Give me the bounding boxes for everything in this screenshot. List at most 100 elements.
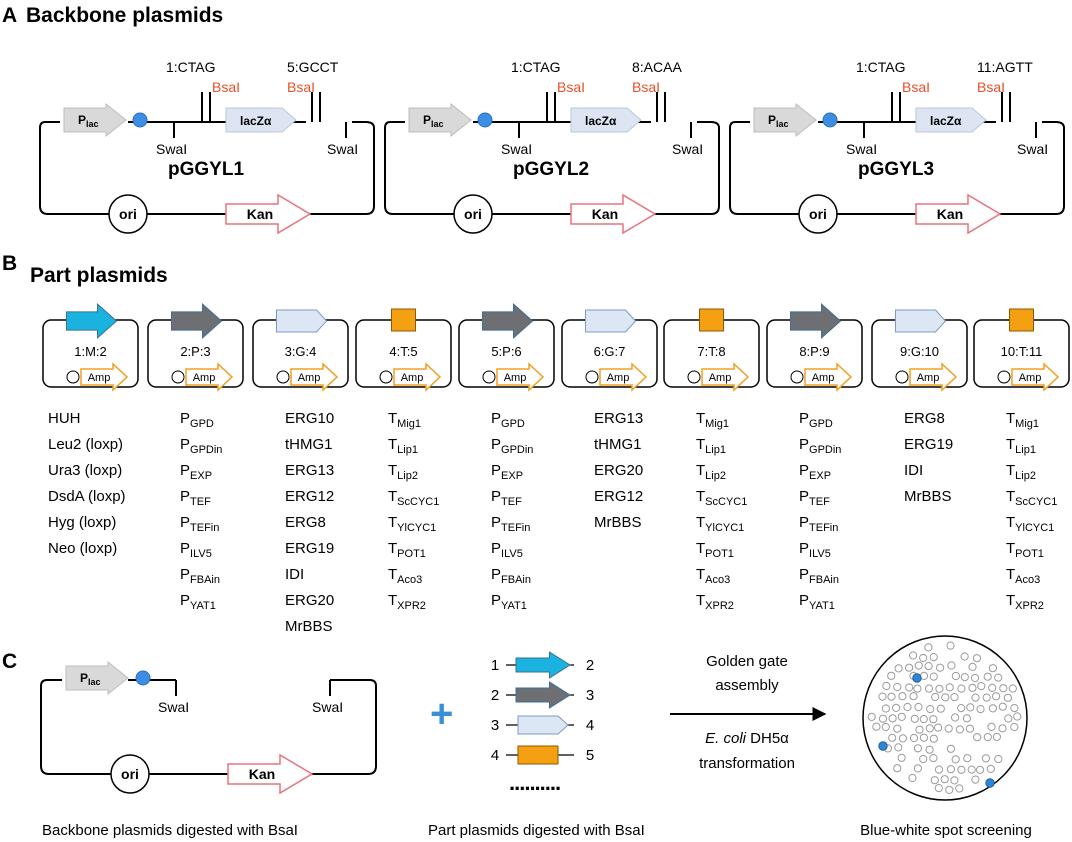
white-colony bbox=[929, 672, 938, 681]
blue-dot-icon bbox=[477, 112, 493, 128]
part-row-end: 3 bbox=[586, 687, 594, 704]
white-colony bbox=[887, 671, 896, 680]
part-name: MrBBS bbox=[285, 618, 333, 635]
kan-marker bbox=[570, 193, 657, 235]
part-subscript: Aco3 bbox=[705, 574, 730, 586]
ori-circle bbox=[66, 370, 80, 384]
swai-left-label: SwaI bbox=[501, 141, 532, 157]
white-colony bbox=[887, 692, 896, 701]
plasmid-loop bbox=[384, 121, 720, 215]
ori-circle bbox=[171, 370, 185, 384]
part-box-icon bbox=[517, 745, 559, 765]
reaction-label-4: transformation bbox=[699, 755, 795, 772]
white-colony bbox=[966, 703, 975, 712]
part-subscript: POT1 bbox=[1015, 548, 1044, 560]
part-name: P bbox=[180, 540, 190, 557]
white-colony bbox=[998, 724, 1007, 733]
part-list-item: IDI bbox=[285, 566, 304, 583]
white-colony bbox=[973, 733, 982, 742]
part-list-item: MrBBS bbox=[904, 488, 952, 505]
part-list-item: TMig1 bbox=[388, 410, 421, 430]
part-subscript: ScCYC1 bbox=[1015, 496, 1057, 508]
part-list-item: PILV5 bbox=[799, 540, 831, 560]
white-colony bbox=[908, 773, 917, 783]
white-colony bbox=[960, 673, 969, 682]
ori-circle bbox=[276, 370, 290, 384]
part-list-item: PGPD bbox=[180, 410, 214, 430]
part-list-item: TScCYC1 bbox=[1006, 488, 1057, 508]
white-colony bbox=[951, 713, 960, 722]
part-list-item: MrBBS bbox=[285, 618, 333, 635]
part-list-item: PGPDin bbox=[180, 436, 222, 456]
part-list-item: ERG10 bbox=[285, 410, 334, 427]
white-colony bbox=[919, 715, 928, 724]
ori-circle bbox=[585, 370, 599, 384]
part-name: HUH bbox=[48, 410, 81, 427]
white-colony bbox=[913, 764, 923, 773]
ori-circle bbox=[790, 370, 804, 384]
white-colony bbox=[1003, 693, 1013, 702]
part-subscript: POT1 bbox=[705, 548, 734, 560]
part-list-item: TPOT1 bbox=[388, 540, 426, 560]
part-list-item: PGPD bbox=[799, 410, 833, 430]
kan-label: Kan bbox=[937, 206, 963, 222]
part-subscript: YAT1 bbox=[501, 600, 527, 612]
part-row-end: 4 bbox=[586, 717, 594, 734]
white-colony bbox=[905, 663, 914, 672]
part-plasmid-card-7: 7:T:8AmpTMig1TLip1TLip2TScCYC1TYlCYC1TPO… bbox=[663, 308, 760, 612]
part-name: tHMG1 bbox=[285, 436, 333, 453]
part-subscript: Lip2 bbox=[1015, 470, 1036, 482]
white-colony bbox=[1010, 704, 1019, 713]
promoter-label: Plac bbox=[80, 671, 101, 687]
part-list-item: PTEF bbox=[491, 488, 522, 508]
white-colony bbox=[892, 703, 901, 713]
part-code: 1:M:2 bbox=[74, 344, 107, 359]
part-row-start: 3 bbox=[491, 717, 499, 734]
part-subscript: Lip2 bbox=[705, 470, 726, 482]
part-list-item: ERG12 bbox=[285, 488, 334, 505]
left-overhang-label: 1:CTAG bbox=[166, 59, 216, 75]
white-colony bbox=[898, 734, 908, 743]
part-name: P bbox=[799, 540, 809, 557]
ori-circle bbox=[108, 194, 148, 234]
amp-label: Amp bbox=[607, 372, 630, 384]
part-name: P bbox=[799, 436, 809, 453]
part-plasmid-card-5: 5:P:6AmpPGPDPGPDinPEXPPTEFPTEFinPILV5PFB… bbox=[458, 302, 555, 612]
white-colony bbox=[971, 775, 980, 784]
part-list-item: ERG19 bbox=[904, 436, 953, 453]
part-code: 4:T:5 bbox=[389, 344, 417, 359]
left-enzyme-label: BsaI bbox=[212, 79, 240, 95]
panel-b-title: Part plasmids bbox=[30, 264, 168, 287]
part-pentagon-icon bbox=[276, 309, 328, 333]
part-subscript: GPDin bbox=[501, 444, 533, 456]
white-colony bbox=[960, 652, 969, 661]
lacz-label: lacZα bbox=[585, 114, 617, 128]
white-colony bbox=[976, 705, 985, 714]
part-subscript: Aco3 bbox=[1015, 574, 1040, 586]
white-colony bbox=[913, 684, 922, 693]
white-colony bbox=[957, 765, 966, 774]
part-subscript: FBAin bbox=[809, 574, 839, 586]
part-name: ERG19 bbox=[285, 540, 334, 557]
amp-marker bbox=[80, 362, 129, 392]
part-list-item: TXPR2 bbox=[388, 592, 426, 612]
part-name: T bbox=[696, 540, 705, 557]
amp-label: Amp bbox=[1019, 372, 1042, 384]
white-colony bbox=[965, 724, 975, 733]
part-name: P bbox=[491, 462, 501, 479]
part-list-item: TPOT1 bbox=[1006, 540, 1044, 560]
part-list-item: Neo (loxp) bbox=[48, 540, 117, 557]
swai-left-label: SwaI bbox=[158, 699, 189, 715]
kan-marker bbox=[227, 753, 314, 795]
plasmid-name: pGGYL1 bbox=[168, 159, 244, 180]
part-row-start: 1 bbox=[491, 657, 499, 674]
part-name: P bbox=[180, 514, 190, 531]
white-colony bbox=[909, 651, 918, 660]
promoter-sub: lac bbox=[431, 119, 444, 129]
part-name: T bbox=[388, 410, 397, 427]
backbone-caption: Backbone plasmids digested with BsaI bbox=[42, 822, 298, 839]
part-name: P bbox=[799, 566, 809, 583]
